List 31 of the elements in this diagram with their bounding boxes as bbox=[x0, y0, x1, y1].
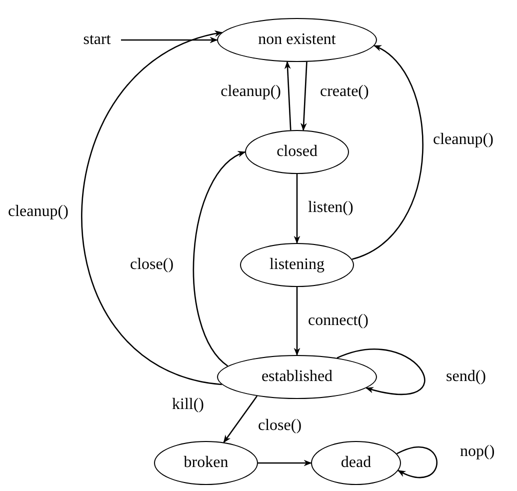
edge-label: listen() bbox=[306, 199, 356, 217]
state-name: closed bbox=[276, 143, 318, 161]
edge-label: cleanup() bbox=[431, 131, 496, 149]
edge-label: close() bbox=[256, 417, 304, 435]
state-name: non existent bbox=[258, 31, 336, 49]
arrow bbox=[294, 287, 300, 356]
arrow bbox=[121, 36, 218, 44]
arrow bbox=[258, 460, 312, 466]
edge-label: kill() bbox=[170, 396, 206, 414]
edge-label: create() bbox=[318, 83, 371, 101]
arrow bbox=[396, 446, 438, 478]
arrow bbox=[352, 45, 424, 260]
arrow bbox=[294, 174, 300, 244]
state-ellipse bbox=[311, 441, 401, 485]
edge-label: cleanup() bbox=[6, 203, 70, 221]
arrow bbox=[284, 61, 292, 130]
state-name: broken bbox=[184, 454, 228, 472]
arrow bbox=[192, 151, 246, 366]
arrow bbox=[300, 62, 308, 131]
edge-label: cleanup() bbox=[218, 83, 283, 101]
start-label: start bbox=[83, 31, 111, 49]
edge-label: close() bbox=[128, 256, 176, 274]
state-name: established bbox=[261, 368, 333, 386]
state-name: listening bbox=[269, 256, 325, 274]
arrow bbox=[336, 348, 426, 395]
edge-label: nop() bbox=[458, 443, 497, 461]
edge-label: connect() bbox=[306, 312, 370, 330]
edge-label: send() bbox=[444, 368, 488, 386]
arrow bbox=[223, 396, 258, 443]
arrow bbox=[81, 31, 223, 386]
state-name: dead bbox=[340, 454, 372, 472]
